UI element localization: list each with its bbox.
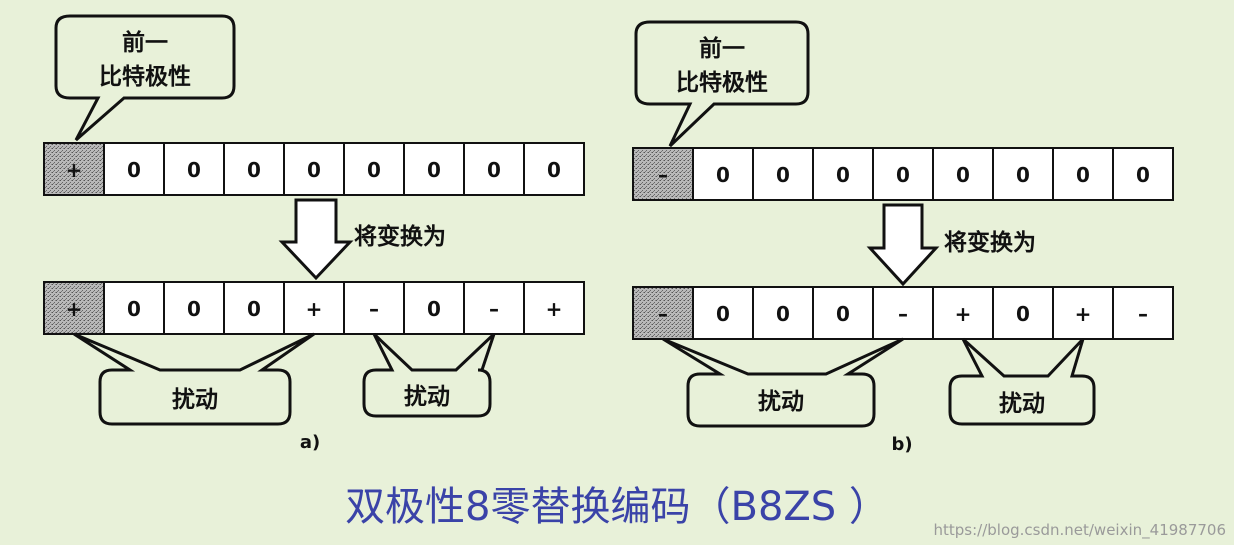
bit-value: – — [898, 302, 908, 326]
bit-value: – — [489, 297, 499, 321]
bit-row-before-b: – 0 0 0 0 0 0 0 0 — [632, 147, 1174, 201]
bit-row-before-a: + 0 0 0 0 0 0 0 0 — [43, 142, 585, 196]
bit-cell — [343, 142, 405, 196]
bit-value: + — [66, 158, 83, 182]
bit-value: 0 — [1016, 163, 1030, 187]
bit-value: – — [658, 163, 668, 187]
bit-cell — [523, 142, 585, 196]
callout-line-1: 前一 — [699, 35, 745, 62]
bit-value: 0 — [547, 158, 561, 182]
bit-cell — [992, 147, 1054, 201]
bit-value: 0 — [1016, 302, 1030, 326]
bit-cell — [463, 281, 525, 335]
bit-value: 0 — [1136, 163, 1150, 187]
bit-value: 0 — [247, 297, 261, 321]
callout-previous-polarity-b: 前一 比特极性 — [634, 20, 810, 148]
bit-cell-prev — [632, 147, 694, 201]
callout-line-2: 比特极性 — [99, 64, 191, 90]
disturb-callout-b2: 扰动 — [948, 337, 1096, 426]
down-arrow-icon — [278, 198, 354, 281]
disturb-label: 扰动 — [172, 387, 218, 413]
arrow-label: 将变换为 — [354, 223, 446, 250]
bit-value: 0 — [487, 158, 501, 182]
down-arrow-icon — [866, 203, 940, 287]
arrow-label: 将变换为 — [944, 229, 1036, 256]
bit-value: 0 — [1076, 163, 1090, 187]
bit-value: + — [306, 297, 323, 321]
bit-value: 0 — [836, 163, 850, 187]
bit-value: + — [1075, 302, 1092, 326]
bit-value: 0 — [427, 297, 441, 321]
bit-cell — [163, 281, 225, 335]
disturb-callout-a1: 扰动 — [73, 332, 315, 426]
bit-value: 0 — [776, 163, 790, 187]
bit-value: 0 — [367, 158, 381, 182]
bit-value: 0 — [776, 302, 790, 326]
disturb-label: 扰动 — [404, 384, 450, 410]
bit-value: + — [955, 302, 972, 326]
bit-cell — [872, 147, 934, 201]
bit-cell — [992, 286, 1054, 340]
bit-value: 0 — [127, 297, 141, 321]
panel-b: 前一 比特极性 – 0 0 0 0 0 0 0 0 将变换为 — [632, 20, 1174, 455]
disturb-callout-b1: 扰动 — [662, 337, 904, 428]
bit-cell — [812, 286, 874, 340]
bit-cell — [692, 286, 754, 340]
bit-value: 0 — [247, 158, 261, 182]
watermark-url: https://blog.csdn.net/weixin_41987706 — [933, 521, 1226, 539]
figure-caption: 双极性8零替换编码（B8ZS ） — [345, 484, 889, 530]
bit-value: + — [66, 297, 83, 321]
bit-value: 0 — [956, 163, 970, 187]
bit-value: – — [1138, 302, 1148, 326]
callout-line-1: 前一 — [122, 29, 168, 56]
bit-cell — [523, 281, 585, 335]
bit-cell — [752, 147, 814, 201]
bit-value: 0 — [427, 158, 441, 182]
bit-cell — [403, 142, 465, 196]
bit-cell-prev — [43, 142, 105, 196]
bit-cell — [1112, 147, 1174, 201]
bit-cell — [283, 281, 345, 335]
bit-value: 0 — [716, 163, 730, 187]
bit-value: 0 — [127, 158, 141, 182]
callout-line-2: 比特极性 — [676, 70, 768, 96]
bit-cell — [223, 281, 285, 335]
bit-row-after-b: – 0 0 0 – + 0 + – — [632, 286, 1174, 340]
bit-value: 0 — [187, 158, 201, 182]
bit-value: 0 — [896, 163, 910, 187]
bit-cell — [1112, 286, 1174, 340]
transform-arrow-a: 将变换为 — [278, 198, 446, 281]
bit-cell — [692, 147, 754, 201]
bit-cell — [103, 142, 165, 196]
bit-value: – — [658, 302, 668, 326]
bit-cell — [163, 142, 225, 196]
panel-sublabel: a) — [300, 432, 320, 453]
disturb-label: 扰动 — [999, 391, 1045, 417]
bit-value: – — [369, 297, 379, 321]
bit-cell — [463, 142, 525, 196]
bit-value: 0 — [187, 297, 201, 321]
disturb-label: 扰动 — [758, 389, 804, 415]
panel-a: 前一 比特极性 + 0 0 0 0 0 0 0 0 将变换为 — [43, 14, 585, 453]
bit-value: + — [546, 297, 563, 321]
callout-previous-polarity-a: 前一 比特极性 — [54, 14, 236, 142]
bit-value: 0 — [836, 302, 850, 326]
panel-sublabel: b) — [891, 434, 912, 455]
bit-row-after-a: + 0 0 0 + – 0 – + — [43, 281, 585, 335]
bit-cell-prev — [43, 281, 105, 335]
bit-value: 0 — [307, 158, 321, 182]
transform-arrow-b: 将变换为 — [866, 203, 1036, 287]
bit-value: 0 — [716, 302, 730, 326]
bit-cell — [283, 142, 345, 196]
bit-cell — [403, 281, 465, 335]
disturb-callout-a2: 扰动 — [362, 332, 496, 418]
bit-cell — [812, 147, 874, 201]
